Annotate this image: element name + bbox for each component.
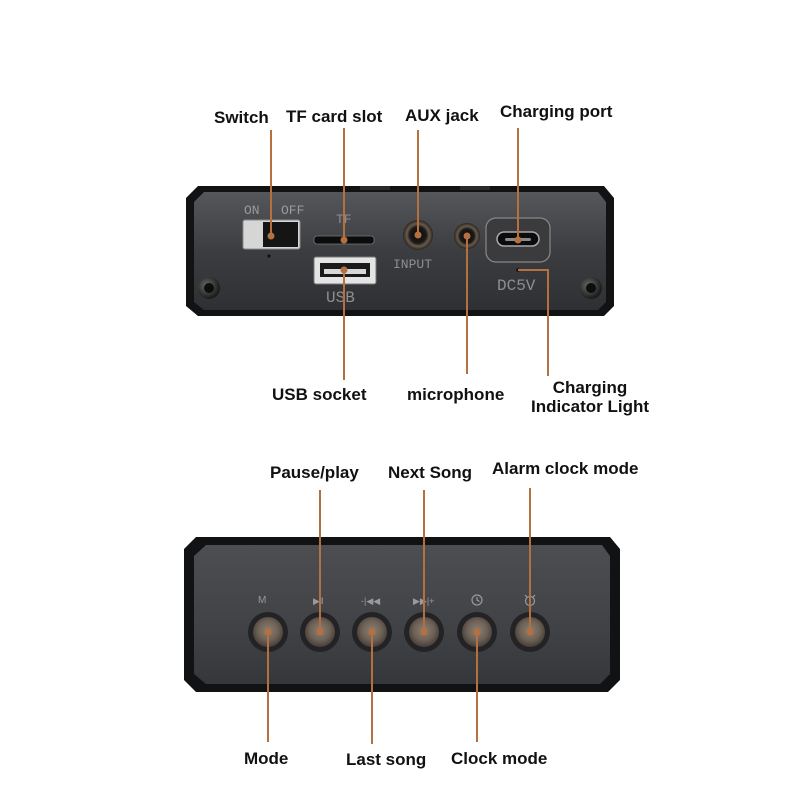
switch-on-text: ON [244,203,260,218]
label-aux-jack: AUX jack [405,106,479,125]
screw-icon [580,277,602,299]
usb-text: USB [326,289,355,307]
switch-off-text: OFF [281,203,304,218]
label-microphone: microphone [407,385,505,404]
label-pause-play: Pause/play [270,463,359,482]
bottom-panel-face [194,545,610,684]
label-alarm-clock-mode: Alarm clock mode [492,459,639,478]
label-charging-indicator-line1: Charging [552,378,628,397]
play-pause-text: ▶‖ [313,596,324,606]
top-leader-dots [267,231,522,274]
label-mode: Mode [244,749,289,768]
top-leader-lines [270,128,549,380]
label-tf-card-slot: TF card slot [286,107,383,126]
label-usb-socket: USB socket [272,385,367,404]
label-charging-port: Charging port [500,102,613,121]
label-charging-indicator: Charging Indicator Light [526,378,654,416]
clock-icon [471,594,483,606]
prev-text: -|◀◀ [361,596,380,606]
dc5v-text: DC5V [497,277,536,295]
screw-icon [198,277,220,299]
label-clock-mode: Clock mode [451,749,548,768]
label-last-song: Last song [346,750,427,769]
label-charging-indicator-line2: Indicator Light [530,397,650,416]
top-panel: ON OFF TF USB INPUT DC5V [186,186,614,316]
bottom-panel: M ▶‖ -|◀◀ ▶▶|+ [184,537,620,692]
input-text: INPUT [393,257,432,272]
label-switch: Switch [214,108,269,127]
mode-text: M [258,595,266,606]
label-next-song: Next Song [388,463,473,482]
bottom-leader-lines [267,488,531,744]
bottom-leader-dots [264,628,534,636]
